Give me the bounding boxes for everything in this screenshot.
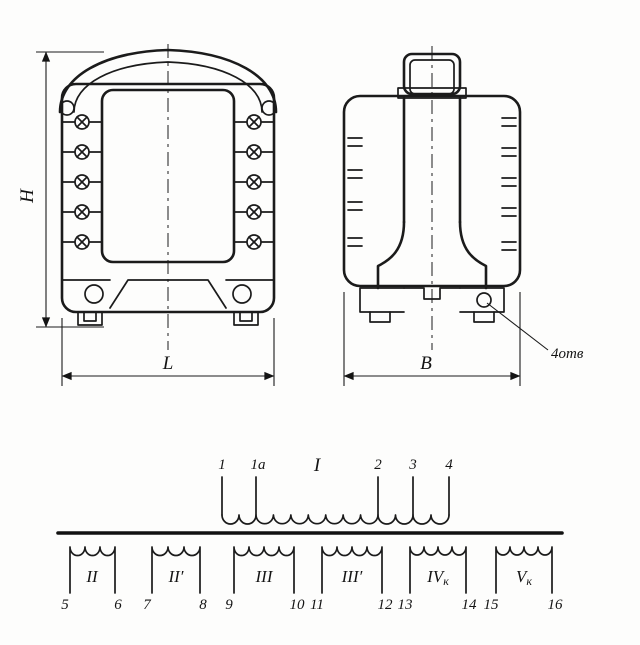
front-strap-inner — [73, 61, 263, 113]
terminal-number: 16 — [548, 597, 564, 613]
terminal — [233, 114, 275, 130]
terminal-number: 6 — [114, 597, 122, 613]
front-window — [100, 88, 236, 264]
front-strap-loop-left — [59, 100, 75, 116]
side-foot-left — [359, 287, 405, 313]
side-foot-right — [459, 287, 505, 313]
front-foot-left — [77, 311, 103, 326]
terminal — [61, 114, 103, 130]
tick — [501, 207, 517, 217]
dim-length-label: L — [162, 353, 174, 374]
tick — [501, 147, 517, 157]
coil-cap-inner — [409, 59, 455, 95]
terminal-number: 11 — [310, 597, 324, 613]
secondary-winding: III′ 11 12 — [310, 546, 394, 613]
terminal — [233, 204, 275, 220]
tick — [501, 177, 517, 187]
terminal — [61, 234, 103, 250]
terminal-number: 15 — [484, 597, 500, 613]
terminal — [233, 144, 275, 160]
front-mount-hole-right — [232, 284, 252, 304]
front-base-bracket — [109, 279, 227, 309]
terminal-number: 14 — [462, 597, 478, 613]
primary-winding: 1 1a 2 3 4 I — [218, 455, 453, 525]
terminal — [233, 234, 275, 250]
side-terminal-ticks-right — [501, 117, 517, 251]
holes-note-label: 4отв — [551, 346, 584, 362]
coil-bell-right — [458, 220, 488, 290]
front-body-outline — [60, 82, 276, 314]
secondary-winding: II′ 7 8 — [143, 546, 207, 613]
side-feet — [359, 287, 505, 323]
terminal-number: 2 — [374, 457, 382, 473]
terminal-number: 12 — [378, 597, 394, 613]
tick — [347, 169, 363, 179]
front-strap-loop-right — [261, 100, 277, 116]
winding-schematic: 1 1a 2 3 4 I II 5 6 II′ 7 8 III 9 10 I — [56, 455, 564, 613]
tick — [501, 241, 517, 251]
terminal — [61, 174, 103, 190]
front-terminals-left — [61, 114, 103, 250]
terminal-number: 7 — [143, 597, 152, 613]
side-body-outline — [342, 94, 522, 288]
primary-winding-label: I — [313, 455, 322, 476]
terminal-number: 4 — [445, 457, 453, 473]
side-mount-hole — [476, 292, 492, 308]
side-view: 4отв B — [342, 46, 584, 386]
tick — [501, 117, 517, 127]
primary-coil — [221, 514, 450, 525]
tick — [347, 201, 363, 211]
terminal-number: 1 — [218, 457, 226, 473]
winding-label: II — [85, 567, 99, 586]
coil-collar — [397, 87, 467, 99]
secondary-winding: IVк 13 14 — [398, 546, 478, 613]
terminal-number: 8 — [199, 597, 207, 613]
secondary-winding: II 5 6 — [61, 546, 122, 613]
dimension-height: H — [17, 51, 104, 328]
winding-label: II′ — [167, 567, 183, 586]
dim-height-label: H — [17, 188, 38, 204]
terminal-number: 9 — [225, 597, 233, 613]
dimension-width: B — [343, 292, 521, 386]
tick — [347, 137, 363, 147]
side-coil — [376, 52, 488, 300]
front-foot-right — [233, 311, 259, 326]
coil-center-notch — [403, 287, 461, 300]
tick — [347, 237, 363, 247]
terminal — [61, 144, 103, 160]
front-view: H L — [17, 44, 278, 386]
terminal-number: 5 — [61, 597, 69, 613]
secondary-winding: III 9 10 — [225, 546, 306, 613]
front-base — [61, 279, 275, 326]
terminal-number: 3 — [408, 457, 417, 473]
terminal-number: 1a — [251, 457, 266, 473]
winding-label: III — [255, 567, 274, 586]
winding-label: III′ — [341, 567, 363, 586]
secondary-winding: Vк 15 16 — [484, 546, 564, 613]
dimension-length: L — [61, 318, 275, 386]
terminal — [233, 174, 275, 190]
winding-label: IVк — [426, 567, 449, 588]
terminal — [61, 204, 103, 220]
dim-width-label: B — [420, 353, 432, 374]
terminal-number: 13 — [398, 597, 413, 613]
front-mount-hole-left — [84, 284, 104, 304]
winding-label: Vк — [516, 567, 532, 588]
front-strap-outer — [58, 48, 278, 114]
coil-bell-left — [376, 220, 406, 290]
terminal-number: 10 — [290, 597, 306, 613]
front-terminals-right — [233, 114, 275, 250]
holes-callout: 4отв — [486, 302, 584, 362]
side-terminal-ticks-left — [347, 137, 363, 247]
